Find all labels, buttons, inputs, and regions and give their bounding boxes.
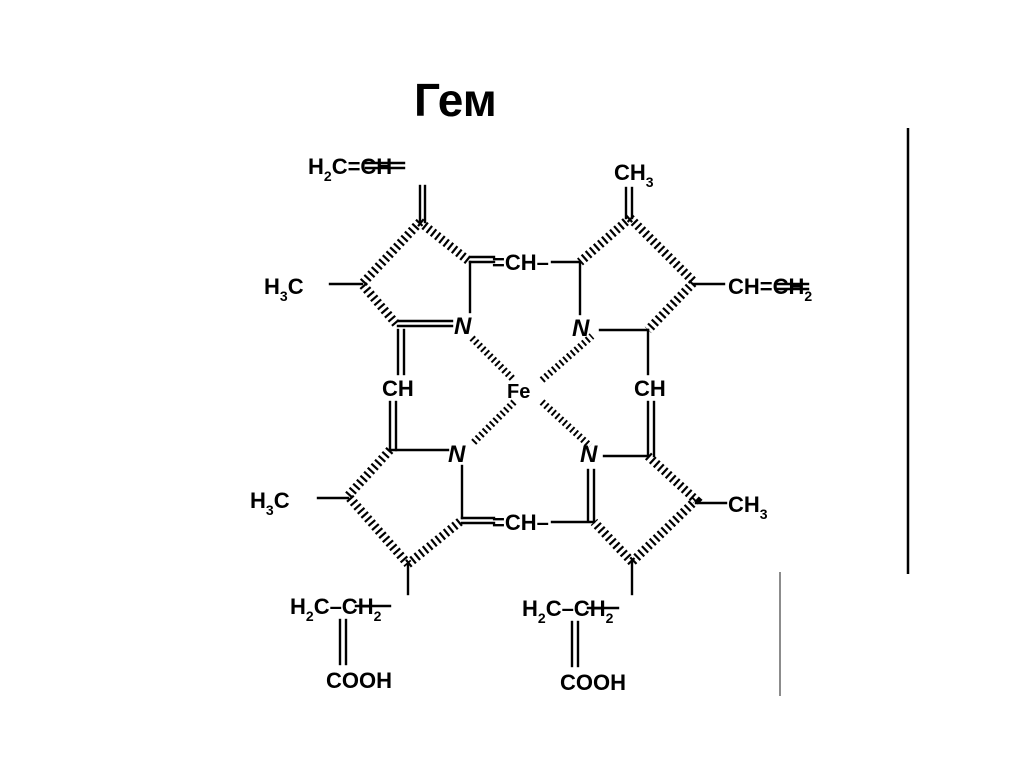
svg-text:H2C–CH2: H2C–CH2 [522,596,614,626]
svg-text:H3C: H3C [250,488,290,518]
methine-bridges [388,255,656,525]
substituent-bonds [316,161,810,668]
svg-text:H2C–CH2: H2C–CH2 [290,594,382,624]
nitrogen-label-a: N [454,313,472,340]
svg-text:H2C=CH: H2C=CH [308,154,392,184]
nitrogen-label-b: N [572,315,590,342]
methyl-group-top-right: CH3 [614,160,654,190]
carboxyl-group-left: COOH [326,668,392,693]
svg-text:H3C: H3C [264,274,304,304]
methine-top-label: =CH– [492,250,549,275]
svg-text:COOH: COOH [560,670,626,695]
nitrogen-label-c: N [580,441,598,468]
propionate-chain-right: H2C–CH2 [522,596,614,626]
methyl-group-left: H3C [264,274,304,304]
carboxyl-group-right: COOH [560,670,626,695]
iron-atom-label: Fe [507,381,530,403]
methine-right-label: CH [634,376,666,401]
vinyl-group-top-left: H2C=CH [308,154,392,184]
vinyl-group-right: CH=CH2 [728,274,812,304]
methyl-group-lower-left: H3C [250,488,290,518]
methine-bottom-label: =CH– [492,510,549,535]
methyl-group-lower-right: CH3 [728,492,768,522]
methine-labels: =CH– CH CH =CH– [382,250,666,535]
center-iron: Fe [507,381,530,403]
pyrrole-ring-a [355,218,473,329]
pyrrole-ring-d [341,446,465,568]
slide-title: Гем [414,74,497,126]
svg-text:CH3: CH3 [614,160,654,190]
pyrrole-ring-c [586,452,703,566]
nitrogen-atoms: N N N N [448,313,598,468]
svg-text:CH=CH2: CH=CH2 [728,274,812,304]
svg-text:CH3: CH3 [728,492,768,522]
pyrrole-ring-b [577,214,701,334]
methine-left-label: CH [382,376,414,401]
svg-text:COOH: COOH [326,668,392,693]
nitrogen-label-d: N [448,441,466,468]
propionate-chain-left: H2C–CH2 [290,594,382,624]
iron-coordination-bonds [469,333,595,449]
